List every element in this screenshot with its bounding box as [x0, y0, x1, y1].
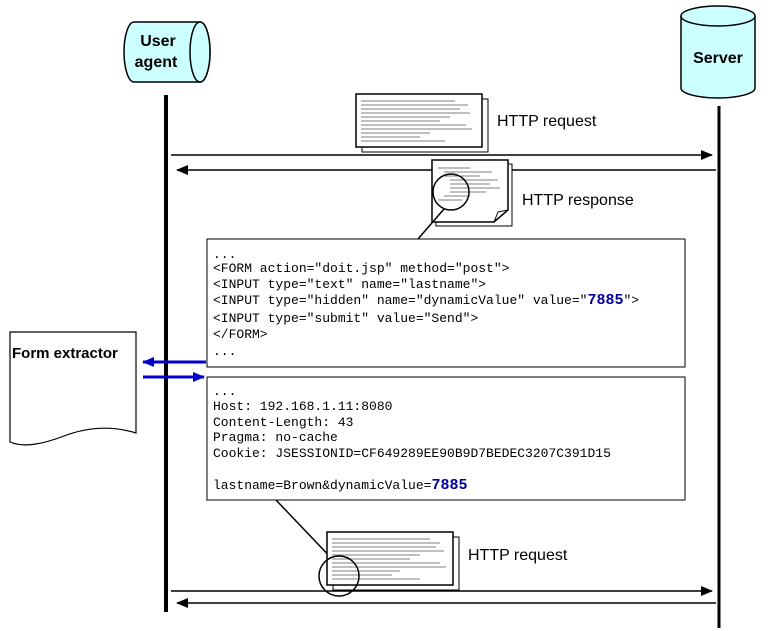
form-hidden-value: 7885 [587, 292, 623, 309]
form-extractor-label: Form extractor [12, 345, 118, 362]
form-line-4: <INPUT type="hidden" name="dynamicValue"… [213, 292, 639, 309]
response-zoom-circle [432, 173, 470, 211]
user-agent-label-line2: agent [135, 54, 178, 71]
server-label: Server [693, 50, 743, 67]
form-line-1: ... [213, 247, 236, 262]
request-line-5: Cookie: JSESSIONID=CF649289EE90B9D7BEDEC… [213, 446, 611, 461]
request-line-1: ... [213, 384, 236, 399]
form-line-7: ... [213, 344, 236, 359]
user-agent-label-line1: User [140, 33, 176, 50]
form-line-2: <FORM action="doit.jsp" method="post"> [213, 261, 510, 276]
request-zoom-connector [275, 499, 337, 564]
http-request-document-bottom [318, 531, 460, 597]
form-hidden-input-prefix: <INPUT type="hidden" name="dynamicValue"… [213, 293, 587, 308]
request-dynamic-value: 7885 [431, 477, 467, 494]
http-response-label: HTTP response [522, 192, 634, 209]
form-line-6: </FORM> [213, 327, 268, 342]
form-hidden-input-suffix: "> [623, 293, 639, 308]
form-code-box [206, 238, 686, 368]
form-code-lines: ... <FORM action="doit.jsp" method="post… [213, 247, 639, 359]
request-body-prefix: lastname=Brown&dynamicValue= [213, 478, 432, 493]
form-extractor-document: Form extractor [9, 331, 137, 446]
form-line-5: <INPUT type="submit" value="Send"> [213, 311, 478, 326]
http-response-document [431, 159, 513, 227]
request-code-lines: ... Host: 192.168.1.11:8080 Content-Leng… [213, 384, 611, 494]
request-line-7: lastname=Brown&dynamicValue=7885 [213, 477, 467, 494]
http-request-label-top: HTTP request [497, 113, 597, 130]
server-actor: Server [680, 5, 756, 99]
request-line-4: Pragma: no-cache [213, 430, 338, 445]
http-request-label-bottom: HTTP request [468, 547, 568, 564]
response-zoom-connector [417, 208, 445, 240]
form-line-3: <INPUT type="text" name="lastname"> [213, 277, 486, 292]
request-line-3: Content-Length: 43 [213, 415, 353, 430]
request-line-2: Host: 192.168.1.11:8080 [213, 399, 392, 414]
http-request-document-top [355, 93, 489, 153]
request-code-box [206, 376, 686, 501]
user-agent-actor: User agent [123, 21, 211, 83]
request-zoom-circle [318, 555, 360, 597]
